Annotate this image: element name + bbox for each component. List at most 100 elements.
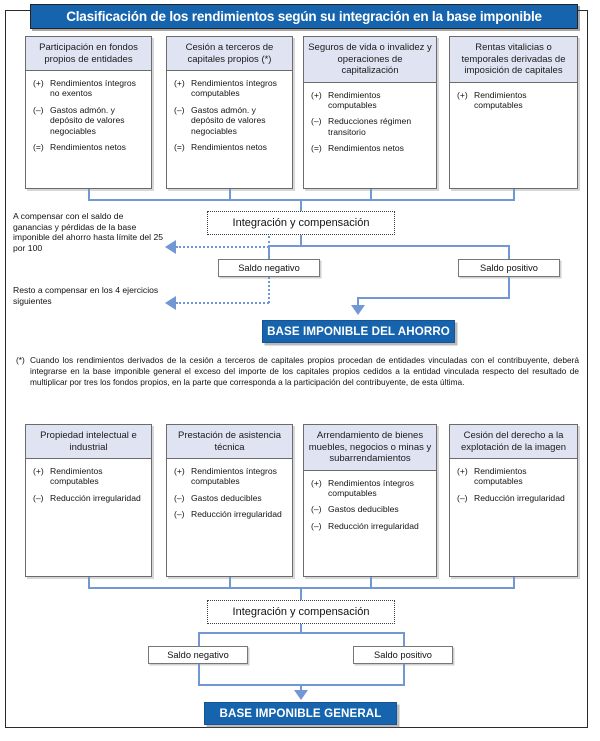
category-header: Cesión del derecho a la explotación de l… bbox=[450, 425, 577, 459]
category-header: Participación en fondos propios de entid… bbox=[26, 37, 151, 71]
connector-positivo-down-savings bbox=[508, 277, 510, 299]
category-box-asistencia-tecnica: Prestación de asistencia técnica (+) Rend… bbox=[166, 424, 293, 577]
sign-label: (–) bbox=[174, 104, 185, 115]
list-item: (–) Gastos admón. y depósito de valores n… bbox=[174, 105, 287, 136]
item-text: Gastos deducibles bbox=[191, 492, 262, 503]
list-item: (–) Reducción irregularidad bbox=[457, 493, 572, 503]
item-text: Rendimientos computables bbox=[328, 89, 381, 110]
category-box-rentas-vitalicias: Rentas vitalicias o temporales derivadas… bbox=[449, 36, 578, 189]
footnote-mark: (*) bbox=[16, 355, 25, 365]
category-header: Arrendamiento de bienes muebles, negocio… bbox=[304, 425, 436, 471]
category-box-arrendamiento: Arrendamiento de bienes muebles, negocio… bbox=[303, 424, 437, 577]
connector-stub-5 bbox=[88, 577, 90, 587]
category-box-cesion-terceros: Cesión a terceros de capitales propios (… bbox=[166, 36, 293, 189]
sign-label: (–) bbox=[174, 492, 185, 503]
category-body: (+) Rendimientos computables (–) Reducción… bbox=[450, 459, 577, 513]
item-text: Rendimientos íntegros no exentos bbox=[50, 78, 136, 99]
item-text: Gastos admón. y depósito de valores nego… bbox=[191, 104, 266, 136]
sign-label: (–) bbox=[311, 520, 322, 531]
category-body: (+)Rendimientos íntegros computables (–)… bbox=[167, 71, 292, 162]
list-item: (=) Rendimientos netos bbox=[174, 142, 287, 152]
connector-negativo-down-general bbox=[198, 664, 200, 686]
sign-label: (+) bbox=[33, 466, 44, 476]
category-header: Propiedad intelectual e industrial bbox=[26, 425, 151, 459]
connector-result-down-general bbox=[300, 684, 302, 692]
sign-label: (+) bbox=[457, 466, 468, 476]
item-text: Rendimientos netos bbox=[191, 142, 267, 153]
list-item: (+) Rendimientos computables bbox=[457, 466, 572, 487]
sign-label: (–) bbox=[311, 504, 322, 515]
item-text: Reducción irregularidad bbox=[474, 492, 565, 503]
sign-label: (–) bbox=[457, 492, 468, 503]
item-text: Rendimientos íntegros computables bbox=[191, 466, 277, 487]
item-text: Rendimientos computables bbox=[474, 89, 527, 110]
list-item: (+)Rendimientos íntegros computables bbox=[174, 78, 287, 99]
list-item: (–)Gastos admón. y depósito de valores n… bbox=[33, 105, 146, 136]
item-text: Gastos deducibles bbox=[328, 504, 399, 515]
connector-positivo-down-general bbox=[403, 664, 405, 686]
sign-label: (=) bbox=[311, 143, 322, 154]
list-item: (–) Gastos deducibles bbox=[174, 493, 287, 503]
connector-stub-6 bbox=[229, 577, 231, 587]
footnote: (*) Cuando los rendimientos derivados de… bbox=[16, 355, 579, 389]
connector-bus-down-savings bbox=[300, 199, 302, 211]
connector-stub-2 bbox=[229, 189, 231, 199]
dotted-connector-top-savings bbox=[268, 236, 270, 259]
item-text: Rendimientos netos bbox=[328, 143, 404, 154]
sign-label: (+) bbox=[311, 89, 322, 100]
connector-to-saldo-positivo-general bbox=[403, 632, 405, 646]
sign-label: (+) bbox=[457, 89, 468, 100]
list-item: (+) Rendimientos íntegros computables bbox=[311, 478, 431, 499]
item-text: Rendimientos íntegros computables bbox=[328, 477, 414, 498]
item-text: Rendimientos computables bbox=[474, 466, 527, 487]
list-item: (–)Reducción irregularidad bbox=[174, 509, 287, 519]
list-item: (+) Rendimientos computables bbox=[311, 90, 431, 111]
integration-box-savings: Integración y compensación bbox=[207, 211, 395, 235]
category-header: Cesión a terceros de capitales propios (… bbox=[167, 37, 292, 71]
category-body: (+) Rendimientos íntegros computables (–)… bbox=[304, 471, 436, 542]
saldo-negativo-savings: Saldo negativo bbox=[218, 259, 320, 277]
sign-label: (+) bbox=[174, 466, 185, 476]
connector-result-down-savings bbox=[357, 297, 359, 307]
arrow-left-icon-note-2 bbox=[165, 296, 176, 310]
sign-label: (–) bbox=[33, 104, 44, 115]
saldo-positivo-general: Saldo positivo bbox=[353, 646, 453, 664]
note-resto-compensar: Resto a compensar en los 4 ejercicios si… bbox=[13, 285, 159, 306]
item-text: Rendimientos computables bbox=[50, 466, 103, 487]
category-body: (+) Rendimientos íntegros computables (–)… bbox=[167, 459, 292, 530]
saldo-negativo-general: Saldo negativo bbox=[148, 646, 248, 664]
list-item: (–)Reducción irregularidad bbox=[311, 521, 431, 531]
connector-result-bus-savings bbox=[357, 297, 510, 299]
item-text: Reducciones régimen transitorio bbox=[328, 116, 412, 137]
connector-stub-8 bbox=[513, 577, 515, 587]
page-title: Clasificación de los rendimientos según … bbox=[30, 4, 578, 29]
integration-box-general: Integración y compensación bbox=[207, 600, 395, 624]
connector-stub-3 bbox=[370, 189, 372, 199]
sign-label: (=) bbox=[174, 142, 185, 153]
connector-to-saldo-negativo-general bbox=[198, 632, 200, 646]
category-header: Prestación de asistencia técnica bbox=[167, 425, 292, 459]
list-item: (+) Rendimientos computables bbox=[457, 90, 572, 111]
list-item: (=) Rendimientos netos bbox=[311, 143, 431, 153]
list-item: (+)Rendimientos íntegros no exentos bbox=[33, 78, 146, 99]
connector-split-bus-savings bbox=[268, 245, 510, 247]
footnote-text: Cuando los rendimientos derivados de la … bbox=[30, 355, 579, 388]
category-box-participacion: Participación en fondos propios de entid… bbox=[25, 36, 152, 189]
list-item: (–) Gastos deducibles bbox=[311, 504, 431, 514]
category-body: (+)Rendimientos computables (–)Reducción… bbox=[26, 459, 151, 513]
dotted-connector-down-savings bbox=[268, 277, 270, 303]
category-box-propiedad-intelectual: Propiedad intelectual e industrial (+) Re… bbox=[25, 424, 152, 577]
category-body: (+) Rendimientos computables (–)Reduccion… bbox=[304, 83, 436, 164]
category-header: Seguros de vida o invalidez y operacione… bbox=[304, 37, 436, 83]
connector-stub-4 bbox=[513, 189, 515, 199]
dotted-branch-note-2 bbox=[176, 302, 269, 304]
category-box-seguros-vida: Seguros de vida o invalidez y operacione… bbox=[303, 36, 437, 189]
list-item: (–)Reducciones régimen transitorio bbox=[311, 116, 431, 137]
list-item: (+) Rendimientos íntegros computables bbox=[174, 466, 287, 487]
category-body: (+) Rendimientos computables bbox=[450, 83, 577, 121]
sign-label: (+) bbox=[174, 78, 185, 88]
connector-to-saldo-positivo-savings bbox=[508, 245, 510, 259]
sign-label: (+) bbox=[311, 477, 322, 488]
category-body: (+)Rendimientos íntegros no exentos (–)G… bbox=[26, 71, 151, 162]
sign-label: (–) bbox=[33, 492, 44, 503]
